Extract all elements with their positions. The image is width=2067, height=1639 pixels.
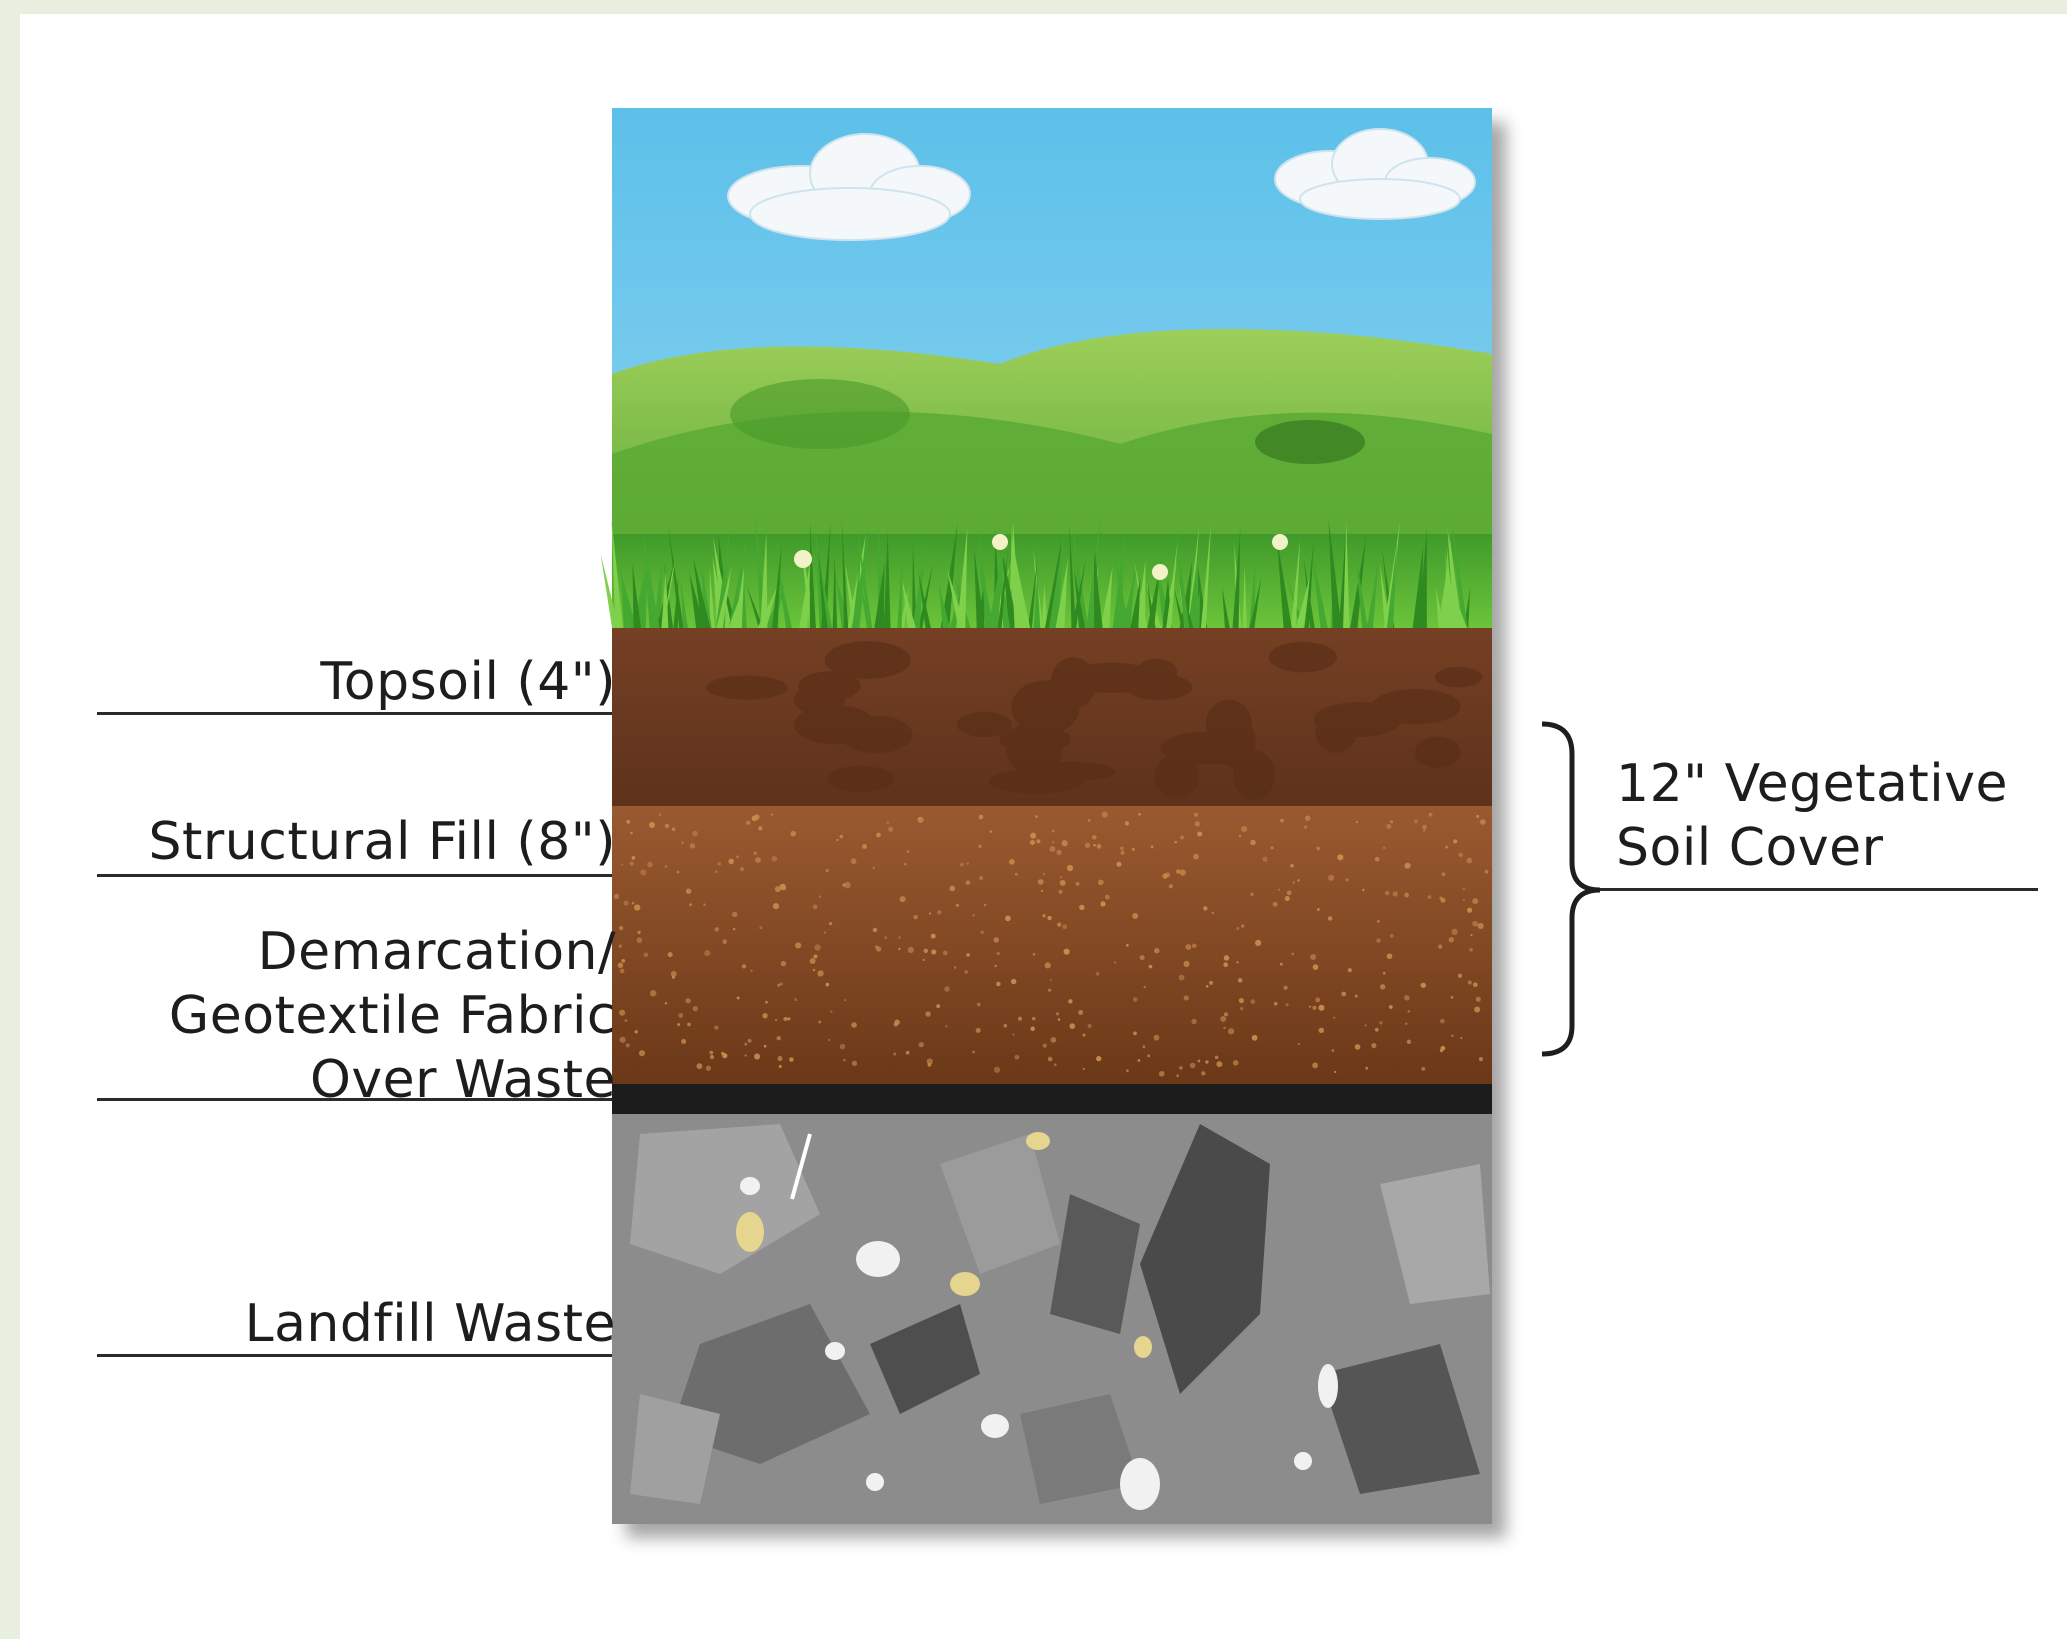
flower-icon — [794, 534, 1288, 580]
label-geotextile-2: Geotextile Fabric — [168, 986, 616, 1046]
label-landfill-waste: Landfill Waste — [244, 1294, 616, 1354]
leader-structural-fill — [97, 874, 612, 877]
label-vegetative-cover-1: 12" Vegetative — [1616, 754, 2008, 814]
cloud-icon — [727, 133, 971, 241]
label-topsoil: Topsoil (4") — [320, 652, 616, 712]
label-geotextile-3: Over Waste — [309, 1050, 616, 1110]
leader-landfill-waste — [97, 1354, 612, 1357]
vegetative-cover-bracket — [1541, 721, 1601, 1057]
geotextile-layer — [612, 1084, 1492, 1114]
waste-fragments — [740, 1177, 1338, 1510]
soil-cross-section — [600, 108, 1601, 1524]
diagram-frame: Topsoil (4") Structural Fill (8") Demarc… — [20, 14, 2067, 1639]
waste-debris — [630, 1124, 1490, 1504]
label-vegetative-cover-2: Soil Cover — [1616, 818, 1884, 878]
leader-topsoil — [97, 712, 612, 715]
leader-geotextile — [97, 1098, 612, 1101]
label-geotextile-1: Demarcation/ — [257, 922, 616, 982]
label-structural-fill: Structural Fill (8") — [148, 812, 616, 872]
waste-fragments — [736, 1132, 1152, 1358]
cloud-icon — [1274, 128, 1476, 220]
leader-vegetative-cover — [1600, 888, 2038, 891]
